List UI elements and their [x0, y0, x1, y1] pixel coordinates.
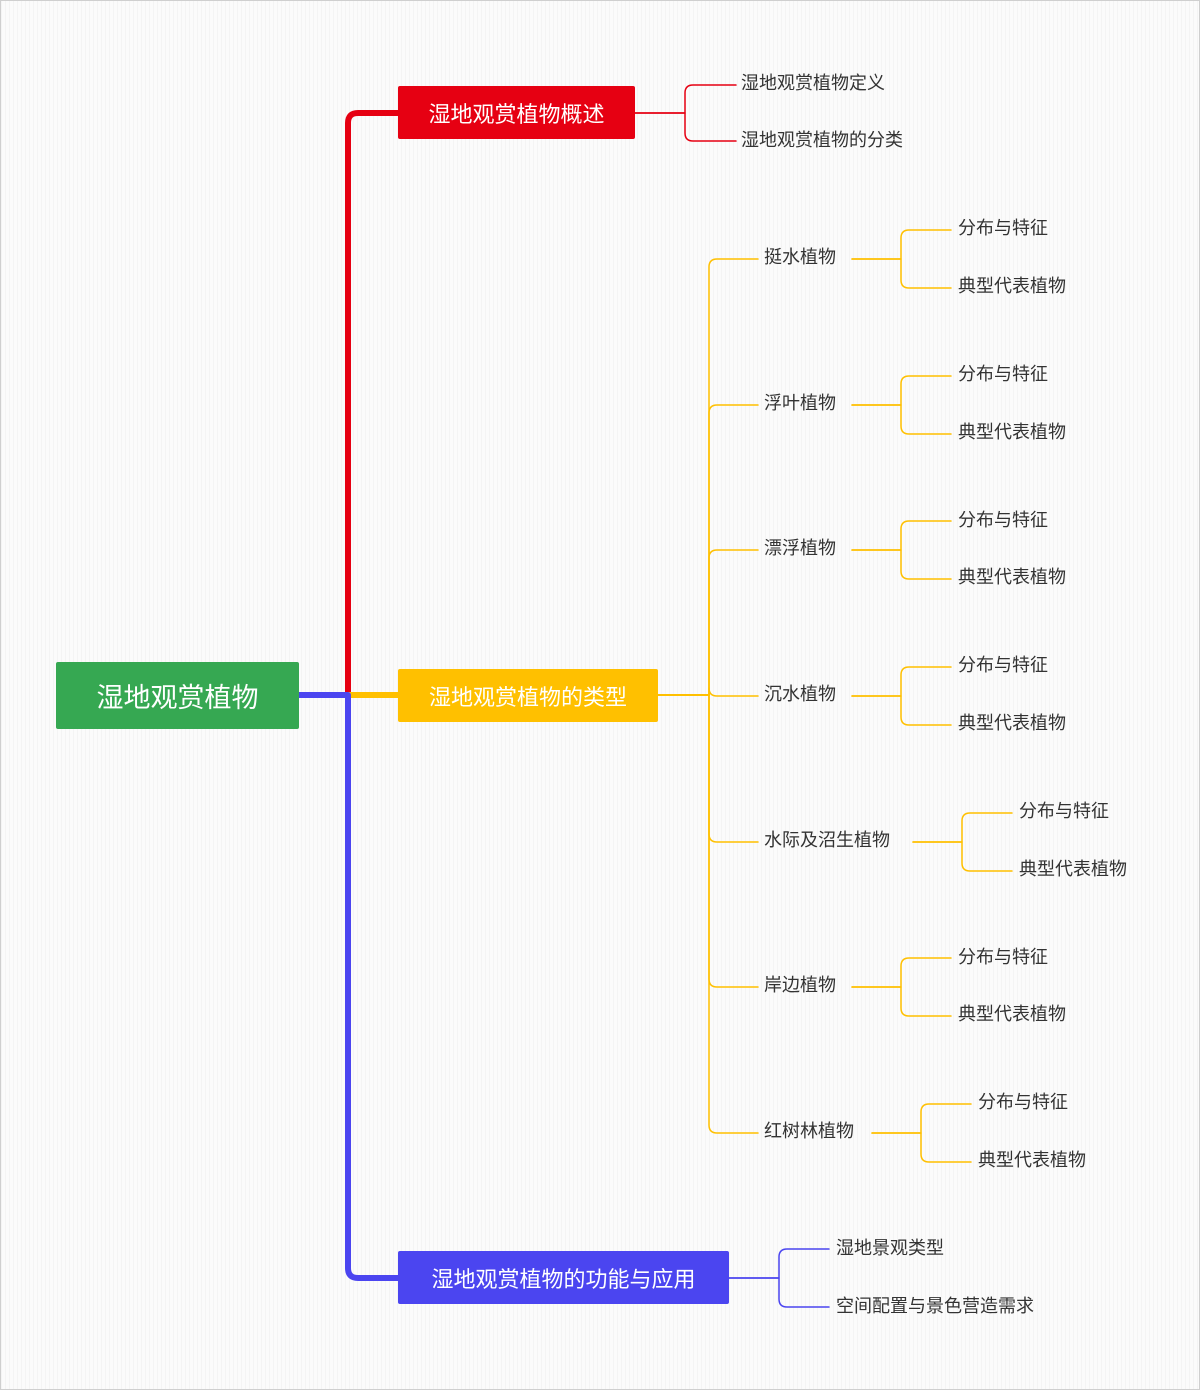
connector-type-leaf	[851, 549, 952, 580]
leaf-distribution[interactable]: 分布与特征	[958, 218, 1048, 239]
connector-function-child	[728, 1277, 830, 1308]
connector-type-leaf	[851, 404, 952, 435]
leaf-typical-plants[interactable]: 典型代表植物	[958, 1004, 1066, 1025]
leaf-distribution[interactable]: 分布与特征	[958, 364, 1048, 385]
type-node-floating-leaf[interactable]: 浮叶植物	[764, 393, 836, 414]
connector-type-leaf	[851, 986, 952, 1017]
connector-type-leaf	[851, 258, 952, 289]
leaf-spatial-config[interactable]: 空间配置与景色营造需求	[836, 1296, 1034, 1317]
root-node[interactable]: 湿地观赏植物	[56, 662, 299, 729]
connector-function-child	[728, 1248, 830, 1279]
connector-root-function	[296, 692, 401, 1281]
branch-overview-label: 湿地观赏植物概述	[428, 102, 605, 128]
connector-type-leaf	[912, 841, 1013, 872]
leaf-distribution[interactable]: 分布与特征	[958, 655, 1048, 676]
connector-type-leaf	[851, 957, 952, 988]
leaf-distribution[interactable]: 分布与特征	[958, 510, 1048, 531]
leaf-typical-plants[interactable]: 典型代表植物	[958, 567, 1066, 588]
leaf-definition[interactable]: 湿地观赏植物定义	[741, 73, 885, 94]
leaf-landscape-types[interactable]: 湿地景观类型	[836, 1238, 944, 1259]
leaf-typical-plants[interactable]: 典型代表植物	[958, 422, 1066, 443]
type-node-free-floating[interactable]: 漂浮植物	[764, 538, 836, 559]
leaf-typical-plants[interactable]: 典型代表植物	[958, 713, 1066, 734]
type-node-emergent[interactable]: 挺水植物	[764, 247, 836, 268]
connector-type-leaf	[851, 520, 952, 551]
type-node-mangrove[interactable]: 红树林植物	[764, 1121, 854, 1142]
branch-function-label: 湿地观赏植物的功能与应用	[431, 1267, 696, 1293]
connector-types-child	[657, 694, 759, 988]
root-node-label: 湿地观赏植物	[96, 683, 259, 714]
connector-type-leaf	[851, 666, 952, 697]
connector-types-child	[657, 549, 759, 696]
leaf-distribution[interactable]: 分布与特征	[1019, 801, 1109, 822]
branch-function[interactable]: 湿地观赏植物的功能与应用	[398, 1251, 729, 1304]
leaf-distribution[interactable]: 分布与特征	[978, 1092, 1068, 1113]
leaf-typical-plants[interactable]: 典型代表植物	[1019, 859, 1127, 880]
leaf-distribution[interactable]: 分布与特征	[958, 947, 1048, 968]
leaf-classification[interactable]: 湿地观赏植物的分类	[741, 130, 903, 151]
connector-type-leaf	[871, 1103, 972, 1134]
type-node-marsh[interactable]: 水际及沼生植物	[764, 830, 890, 851]
connector-type-leaf	[871, 1132, 972, 1163]
connector-type-leaf	[851, 229, 952, 260]
connector-types-child	[657, 258, 759, 696]
connector-types-child	[657, 404, 759, 696]
connector-type-leaf	[851, 695, 952, 726]
branch-overview[interactable]: 湿地观赏植物概述	[398, 86, 635, 139]
connector-type-leaf	[912, 812, 1013, 843]
type-node-shore[interactable]: 岸边植物	[764, 975, 836, 996]
connector-type-leaf	[851, 375, 952, 406]
leaf-typical-plants[interactable]: 典型代表植物	[978, 1150, 1086, 1171]
connector-overview-child	[634, 84, 737, 114]
branch-types[interactable]: 湿地观赏植物的类型	[398, 669, 658, 722]
connector-overview-child	[634, 112, 737, 142]
connector-types-child	[657, 694, 759, 1134]
connector-types-child	[657, 687, 759, 697]
type-node-submerged[interactable]: 沉水植物	[764, 684, 836, 705]
connector-types-child	[657, 694, 759, 843]
leaf-typical-plants[interactable]: 典型代表植物	[958, 276, 1066, 297]
branch-types-label: 湿地观赏植物的类型	[428, 685, 627, 711]
connector-root-overview	[296, 110, 401, 698]
